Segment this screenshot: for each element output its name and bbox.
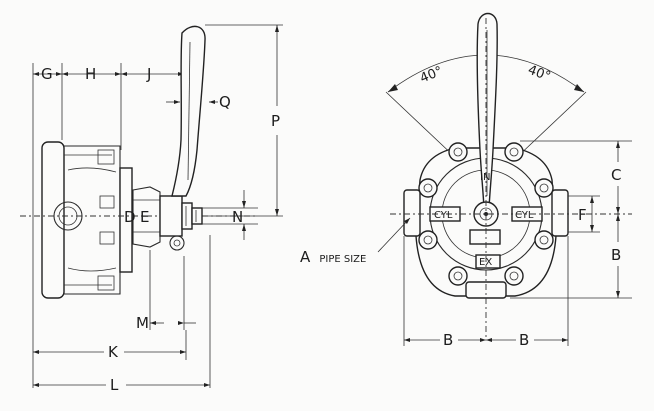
dim-label-p: P <box>271 112 280 130</box>
dim-label-j: J <box>146 65 151 83</box>
dim-label-q: Q <box>219 93 231 111</box>
dim-label-g: G <box>41 65 53 83</box>
pipe-size-letter: A <box>300 248 311 266</box>
front-view: 40° 40° IN CYL CYL EX C F B B B A PIPE S… <box>300 12 632 349</box>
dim-label-f: F <box>578 206 587 224</box>
dim-label-m: M <box>136 314 149 332</box>
pipe-size-text: PIPE SIZE <box>319 254 366 265</box>
dim-label-c: C <box>611 166 621 184</box>
port-label-ex: EX <box>479 257 492 268</box>
dim-label-h: H <box>85 65 96 83</box>
dim-label-e: E <box>140 208 149 226</box>
port-label-cyl-right: CYL <box>515 210 534 221</box>
angle-label-left: 40° <box>418 64 445 87</box>
dim-label-b-bottom-left: B <box>443 331 453 349</box>
angle-label-right: 40° <box>526 63 553 85</box>
dim-label-n: N <box>232 208 243 226</box>
side-view: G H J Q P D E N M K L <box>20 24 283 394</box>
dim-label-d: D <box>124 208 136 226</box>
dim-label-k: K <box>108 343 119 361</box>
dim-label-b-bottom-right: B <box>519 331 529 349</box>
pipe-size-label: A PIPE SIZE <box>300 247 366 266</box>
port-label-in: IN <box>480 172 490 183</box>
dim-label-b-right: B <box>611 246 621 264</box>
dim-label-l: L <box>110 376 119 394</box>
port-label-cyl-left: CYL <box>434 210 453 221</box>
